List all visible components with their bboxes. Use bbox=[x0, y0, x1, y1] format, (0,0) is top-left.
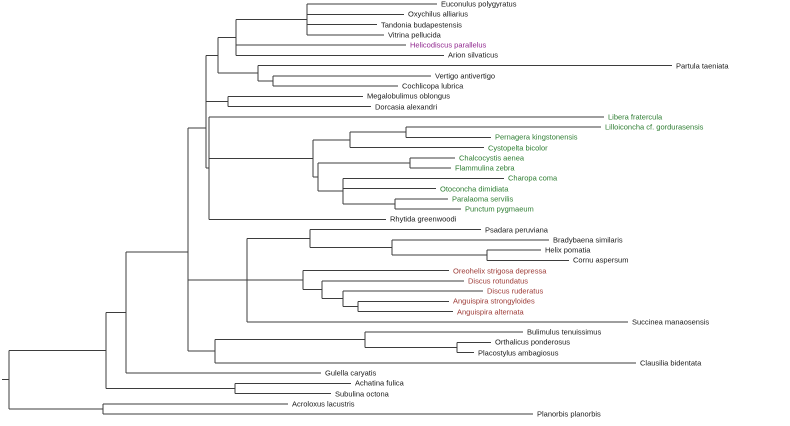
taxon-label: Otoconcha dimidiata bbox=[440, 183, 509, 193]
taxon-label: Clausilia bidentata bbox=[640, 358, 702, 367]
taxon-label: Cystopelta bicolor bbox=[488, 142, 548, 152]
taxon-label: Bulimulus tenuissimus bbox=[527, 327, 602, 337]
taxon-label: Anguispira alternata bbox=[457, 306, 524, 316]
taxon-label: Rhytida greenwoodi bbox=[390, 214, 457, 224]
taxon-label: Vertigo antivertigo bbox=[435, 71, 496, 80]
taxon-label: Succinea manaosensis bbox=[632, 317, 710, 326]
taxon-label: Psadara peruviana bbox=[485, 224, 548, 234]
taxon-label: Charopa coma bbox=[508, 173, 558, 183]
taxon-label: Arion silvaticus bbox=[448, 50, 499, 60]
taxon-label: Helicodiscus parallelus bbox=[410, 40, 487, 50]
taxon-label: Bradybaena similaris bbox=[553, 235, 623, 244]
taxon-label: Paralaoma servilis bbox=[452, 194, 514, 203]
taxon-label: Subulina octona bbox=[335, 388, 389, 398]
taxon-label: Placostylus ambagiosus bbox=[478, 347, 559, 357]
taxon-label: Planorbis planorbis bbox=[537, 409, 601, 419]
taxon-label: Lilloiconcha cf. gordurasensis bbox=[605, 122, 704, 132]
taxon-label: Anguispira strongyloides bbox=[453, 296, 535, 306]
taxon-label: Dorcasia alexandri bbox=[375, 101, 438, 111]
taxon-label: Euconulus polygyratus bbox=[441, 0, 517, 9]
taxon-label: Tandonia budapestensis bbox=[381, 19, 462, 29]
taxon-label: Helix pomatia bbox=[545, 245, 591, 255]
taxon-label: Cochlicopa lubrica bbox=[402, 81, 464, 91]
taxon-label: Orthalicus ponderosus bbox=[495, 337, 571, 347]
taxon-label: Discus rotundatus bbox=[468, 276, 529, 285]
taxon-label: Vitrina pellucida bbox=[388, 30, 441, 39]
taxon-label: Pernagera kingstonensis bbox=[495, 132, 578, 142]
taxon-label: Punctum pygmaeum bbox=[465, 204, 534, 214]
taxon-label: Discus ruderatus bbox=[487, 286, 544, 296]
taxon-label: Gulella caryatis bbox=[325, 368, 377, 378]
taxon-label: Oxychilus alliarius bbox=[408, 9, 469, 19]
taxon-label: Partula taeniata bbox=[676, 60, 729, 70]
taxon-label: Cornu aspersum bbox=[573, 255, 629, 265]
taxon-label: Oreohelix strigosa depressa bbox=[453, 265, 547, 275]
taxon-label: Libera fratercula bbox=[608, 112, 663, 121]
taxon-label: Achatina fulica bbox=[355, 378, 404, 388]
taxon-label: Flammulina zebra bbox=[455, 163, 515, 173]
taxon-label: Chalcocystis aenea bbox=[459, 153, 525, 162]
taxon-label: Acroloxus lacustris bbox=[292, 399, 355, 408]
taxon-label: Megalobulimus oblongus bbox=[367, 91, 450, 101]
